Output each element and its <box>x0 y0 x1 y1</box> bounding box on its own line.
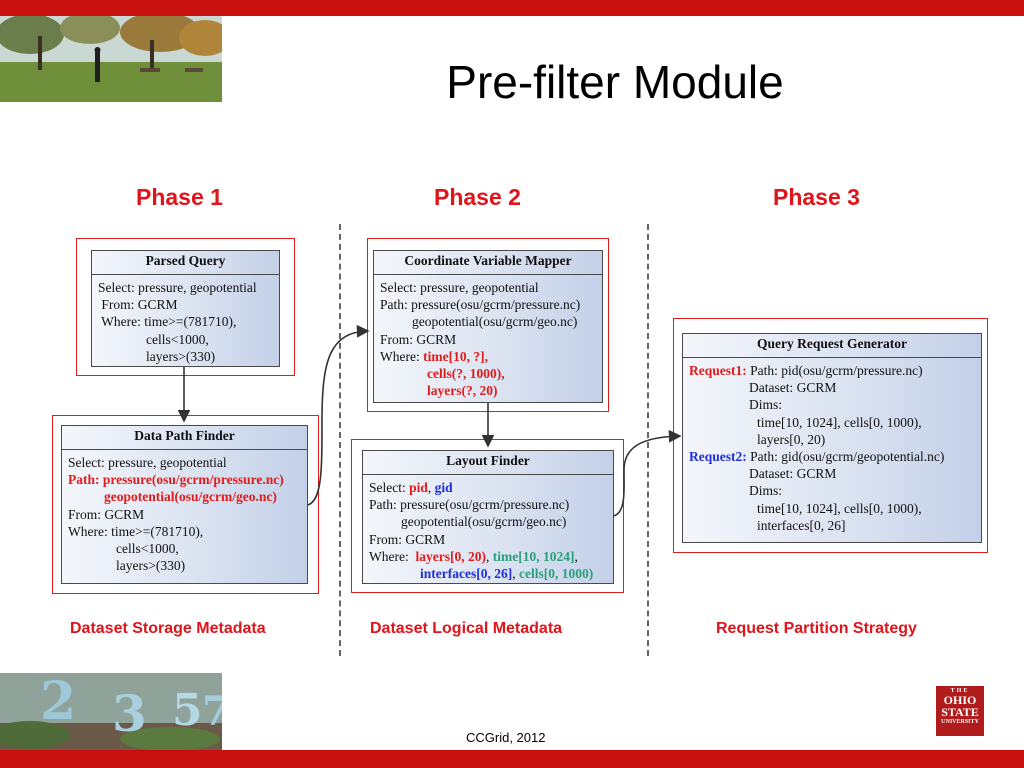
qrg-request2-label: Request2: <box>689 449 747 465</box>
logo-ohio: OHIO <box>943 693 977 707</box>
parsed-query-panel: Parsed Query Select: pressure, geopotent… <box>91 250 280 367</box>
lf-interfaces: interfaces[0, 26] <box>420 566 513 582</box>
qrg-request2-dims: Dims: <box>749 483 783 499</box>
cvm-from: From: GCRM <box>380 331 457 347</box>
data-path-finder-panel: Data Path Finder Select: pressure, geopo… <box>61 425 308 584</box>
svg-text:7: 7 <box>202 688 222 735</box>
qrg-request2-path: Path: gid(osu/gcrm/geopotential.nc) <box>746 449 945 465</box>
qrg-request2-dims-1: time[10, 1024], cells[0, 1000), <box>757 500 922 516</box>
cvm-where-cells: cells(?, 1000), <box>427 366 505 382</box>
lf-select-gid: gid <box>434 480 453 495</box>
cvm-path-pressure: Path: pressure(osu/gcrm/pressure.nc) <box>380 297 581 313</box>
parsed-query-cells: cells<1000, <box>146 331 209 347</box>
layout-finder-panel: Layout Finder Select: pid, gid Path: pre… <box>362 450 614 584</box>
parsed-query-where: Where: time>=(781710), <box>98 314 237 330</box>
logo-the: THE <box>950 688 970 694</box>
lf-select-label: Select: <box>369 480 406 495</box>
lf-path-geopotential: geopotential(osu/gcrm/geo.nc) <box>401 514 567 530</box>
query-generator-title: Query Request Generator <box>683 334 981 358</box>
lf-layers: layers[0, 20) <box>415 548 486 564</box>
lf-cells: cells[0, 1000) <box>518 566 594 582</box>
query-generator-panel: Query Request Generator Request1: Path: … <box>682 333 982 543</box>
arrow-datapath-to-mapper <box>307 324 370 506</box>
qrg-request1-label: Request1: <box>689 363 747 378</box>
lf-path-pressure: Path: pressure(osu/gcrm/pressure.nc) <box>369 497 570 513</box>
svg-text:2: 2 <box>40 673 76 732</box>
lf-time: time[10, 1024] <box>492 548 575 564</box>
lf-comma-3: , <box>512 566 516 582</box>
dpf-path-geopotential: geopotential(osu/gcrm/geo.nc) <box>104 489 277 505</box>
cvm-select: Select: pressure, geopotential <box>380 280 539 295</box>
qrg-request1-dims-2: layers[0, 20) <box>757 431 826 447</box>
qrg-request2-dims-2: interfaces[0, 26] <box>757 517 846 533</box>
data-path-finder-title: Data Path Finder <box>62 426 307 450</box>
parsed-query-title: Parsed Query <box>92 251 279 275</box>
dpf-where: Where: time>=(781710), <box>68 523 204 539</box>
top-brand-bar <box>0 0 1024 16</box>
qrg-request2-dataset: Dataset: GCRM <box>749 466 837 482</box>
campus-photo <box>0 16 222 102</box>
dpf-from: From: GCRM <box>68 506 145 522</box>
cvm-where-time: time[10, ?], <box>423 348 488 364</box>
lf-where-label: Where: <box>369 548 409 564</box>
phase-2-heading: Phase 2 <box>434 184 521 210</box>
slide-title: Pre-filter Module <box>446 56 784 108</box>
svg-text:5: 5 <box>172 685 203 736</box>
cvm-where-label: Where: <box>380 348 420 364</box>
lf-select-pid: pid <box>409 480 428 495</box>
lf-comma-1: , <box>485 548 490 564</box>
dpf-select: Select: pressure, geopotential <box>68 455 227 470</box>
qrg-request1-dataset: Dataset: GCRM <box>749 380 837 396</box>
svg-text:3: 3 <box>112 684 147 743</box>
dpf-path-pressure: Path: pressure(osu/gcrm/pressure.nc) <box>68 472 284 488</box>
coordinate-mapper-panel: Coordinate Variable Mapper Select: press… <box>373 250 603 403</box>
footer-conference: CCGrid, 2012 <box>466 730 546 745</box>
phase-1-heading: Phase 1 <box>136 184 223 210</box>
parsed-query-layers: layers>(330) <box>146 348 216 364</box>
layout-finder-title: Layout Finder <box>363 451 613 475</box>
dpf-layers: layers>(330) <box>116 558 186 574</box>
coordinate-mapper-title: Coordinate Variable Mapper <box>374 251 602 275</box>
arrow-layout-to-generator <box>613 429 682 517</box>
lf-select-comma: , <box>427 480 432 495</box>
dpf-cells: cells<1000, <box>116 541 179 557</box>
numbers-sculpture-photo: 2 3 5 7 <box>0 673 222 750</box>
phase-3-heading: Phase 3 <box>773 184 860 210</box>
caption-logical-metadata: Dataset Logical Metadata <box>370 620 563 637</box>
cvm-where-layers: layers(?, 20) <box>427 383 498 399</box>
phase-divider-1 <box>339 224 341 656</box>
logo-state: STATE <box>941 705 979 719</box>
qrg-request1-dims: Dims: <box>749 397 783 413</box>
qrg-request1-dims-1: time[10, 1024], cells[0, 1000), <box>757 414 922 430</box>
qrg-request1-path: Path: pid(osu/gcrm/pressure.nc) <box>746 363 923 378</box>
ohio-state-logo: THE OHIO STATE UNIVERSITY <box>936 686 984 736</box>
bottom-brand-bar <box>0 750 1024 768</box>
cvm-path-geopotential: geopotential(osu/gcrm/geo.nc) <box>412 314 578 330</box>
parsed-query-select: Select: pressure, geopotential <box>98 280 257 295</box>
parsed-query-from: From: GCRM <box>98 297 178 313</box>
lf-from: From: GCRM <box>369 531 446 547</box>
caption-request-partition: Request Partition Strategy <box>716 620 917 637</box>
lf-comma-2: , <box>574 548 578 564</box>
logo-university: UNIVERSITY <box>941 719 979 725</box>
caption-storage-metadata: Dataset Storage Metadata <box>70 620 266 637</box>
